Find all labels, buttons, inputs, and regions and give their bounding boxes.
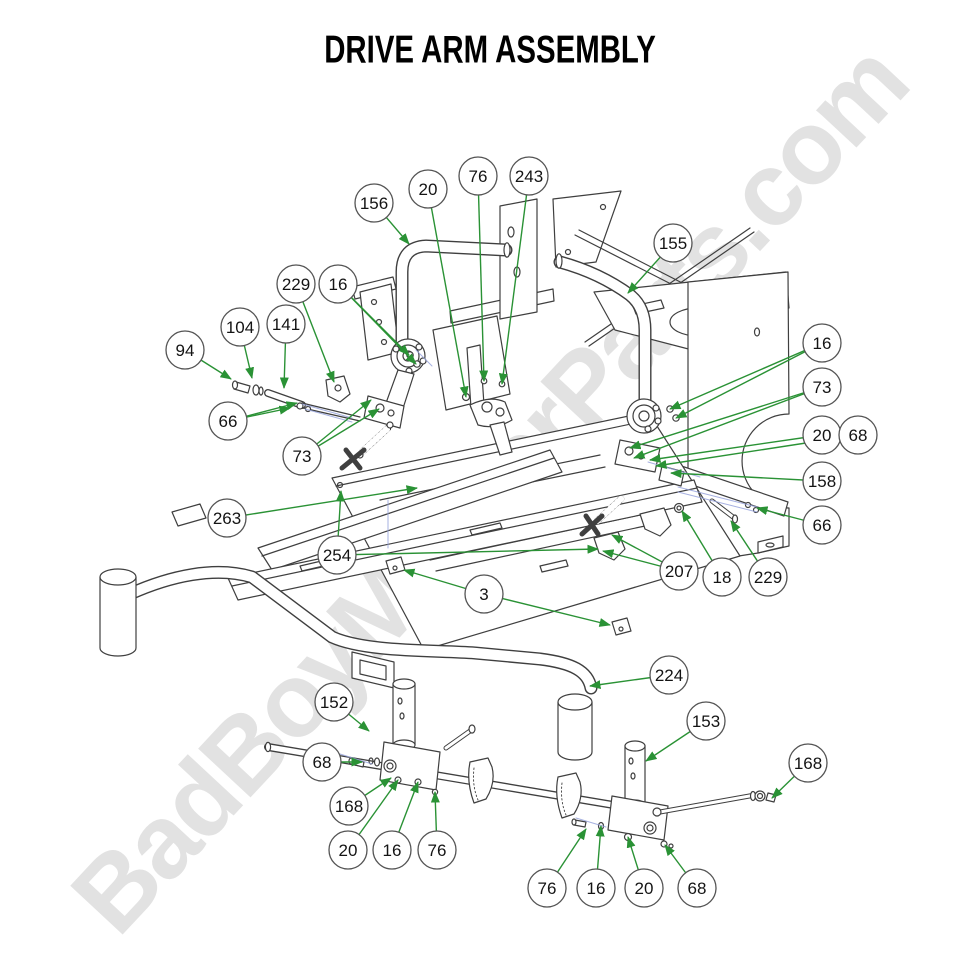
callout-label-16: 16 [383, 841, 402, 860]
callout-label-68: 68 [313, 753, 332, 772]
callout-label-156: 156 [360, 194, 388, 213]
callout-76 [417, 830, 457, 870]
callout-3 [464, 574, 504, 614]
callout-73 [802, 367, 842, 407]
callout-155 [653, 223, 693, 263]
callout-20 [408, 169, 448, 209]
callout-229 [748, 557, 788, 597]
callout-label-229: 229 [282, 275, 310, 294]
callout-16 [318, 264, 358, 304]
callout-label-20: 20 [419, 180, 438, 199]
callout-label-20: 20 [339, 841, 358, 860]
callout-156 [354, 183, 394, 223]
leader-line-3 [483, 593, 611, 627]
callout-label-207: 207 [665, 562, 693, 581]
leader-line-254 [336, 544, 599, 556]
callout-263 [207, 498, 247, 538]
callout-168 [788, 743, 828, 783]
front-bumper [99, 565, 598, 761]
leader-line-73 [633, 386, 823, 459]
leader-line-263 [226, 485, 418, 519]
callout-label-68: 68 [849, 426, 868, 445]
callout-label-104: 104 [226, 318, 254, 337]
callout-label-20: 20 [635, 879, 654, 898]
callout-label-168: 168 [335, 797, 363, 816]
callout-label-263: 263 [213, 509, 241, 528]
callout-224 [649, 655, 689, 695]
callout-68 [302, 742, 342, 782]
callout-254 [317, 535, 357, 575]
leader-line-20 [427, 188, 469, 398]
callout-66 [802, 505, 842, 545]
callout-label-73: 73 [293, 447, 312, 466]
line-art [99, 190, 790, 849]
callout-label-229: 229 [754, 568, 782, 587]
callout-label-18: 18 [713, 568, 732, 587]
callout-153 [686, 701, 726, 741]
callout-label-73: 73 [813, 378, 832, 397]
callout-141 [266, 304, 306, 344]
leader-line-76 [477, 175, 489, 382]
callout-label-16: 16 [329, 275, 348, 294]
callout-label-76: 76 [428, 841, 447, 860]
callout-label-153: 153 [692, 712, 720, 731]
callout-label-16: 16 [813, 334, 832, 353]
callout-label-3: 3 [479, 585, 488, 604]
callout-66 [208, 401, 248, 441]
callout-94 [165, 330, 205, 370]
callout-label-20: 20 [813, 426, 832, 445]
callout-label-68: 68 [688, 879, 707, 898]
callout-label-141: 141 [272, 315, 300, 334]
callout-68 [677, 868, 717, 908]
callout-label-243: 243 [515, 167, 543, 186]
callout-18 [702, 557, 742, 597]
callout-16 [372, 830, 412, 870]
leader-line-158 [670, 469, 823, 482]
callout-76 [527, 868, 567, 908]
callout-243 [509, 156, 549, 196]
callout-label-155: 155 [659, 234, 687, 253]
callout-16 [802, 323, 842, 363]
callout-label-76: 76 [538, 879, 557, 898]
leader-line-16 [675, 342, 823, 419]
callout-label-16: 16 [587, 879, 606, 898]
deck [171, 315, 741, 651]
leader-line-73 [629, 386, 823, 450]
leader-line-243 [498, 175, 530, 385]
callout-label-76: 76 [469, 167, 488, 186]
callout-20 [328, 830, 368, 870]
callout-158 [802, 461, 842, 501]
diagram-title: DRIVE ARM ASSEMBLY [324, 27, 656, 72]
callout-207 [659, 551, 699, 591]
callout-label-224: 224 [655, 666, 683, 685]
callout-label-168: 168 [794, 754, 822, 773]
callout-label-94: 94 [176, 341, 195, 360]
callout-label-66: 66 [813, 516, 832, 535]
callout-label-158: 158 [808, 472, 836, 491]
callout-73 [282, 436, 322, 476]
callout-229 [276, 264, 316, 304]
callout-152 [314, 682, 354, 722]
callout-16 [576, 868, 616, 908]
leader-line-16 [669, 342, 823, 410]
callout-label-152: 152 [320, 693, 348, 712]
callout-76 [458, 156, 498, 196]
callout-168 [329, 786, 369, 826]
callout-label-66: 66 [219, 412, 238, 431]
callout-68 [838, 415, 878, 455]
callout-balloons: 156 20 76 243 155 229 16 104 141 94 66 73 263 254 3 16 7… [165, 156, 878, 908]
callout-label-254: 254 [323, 546, 351, 565]
callout-104 [220, 307, 260, 347]
callout-20 [624, 868, 664, 908]
leader-line-20 [649, 434, 823, 463]
